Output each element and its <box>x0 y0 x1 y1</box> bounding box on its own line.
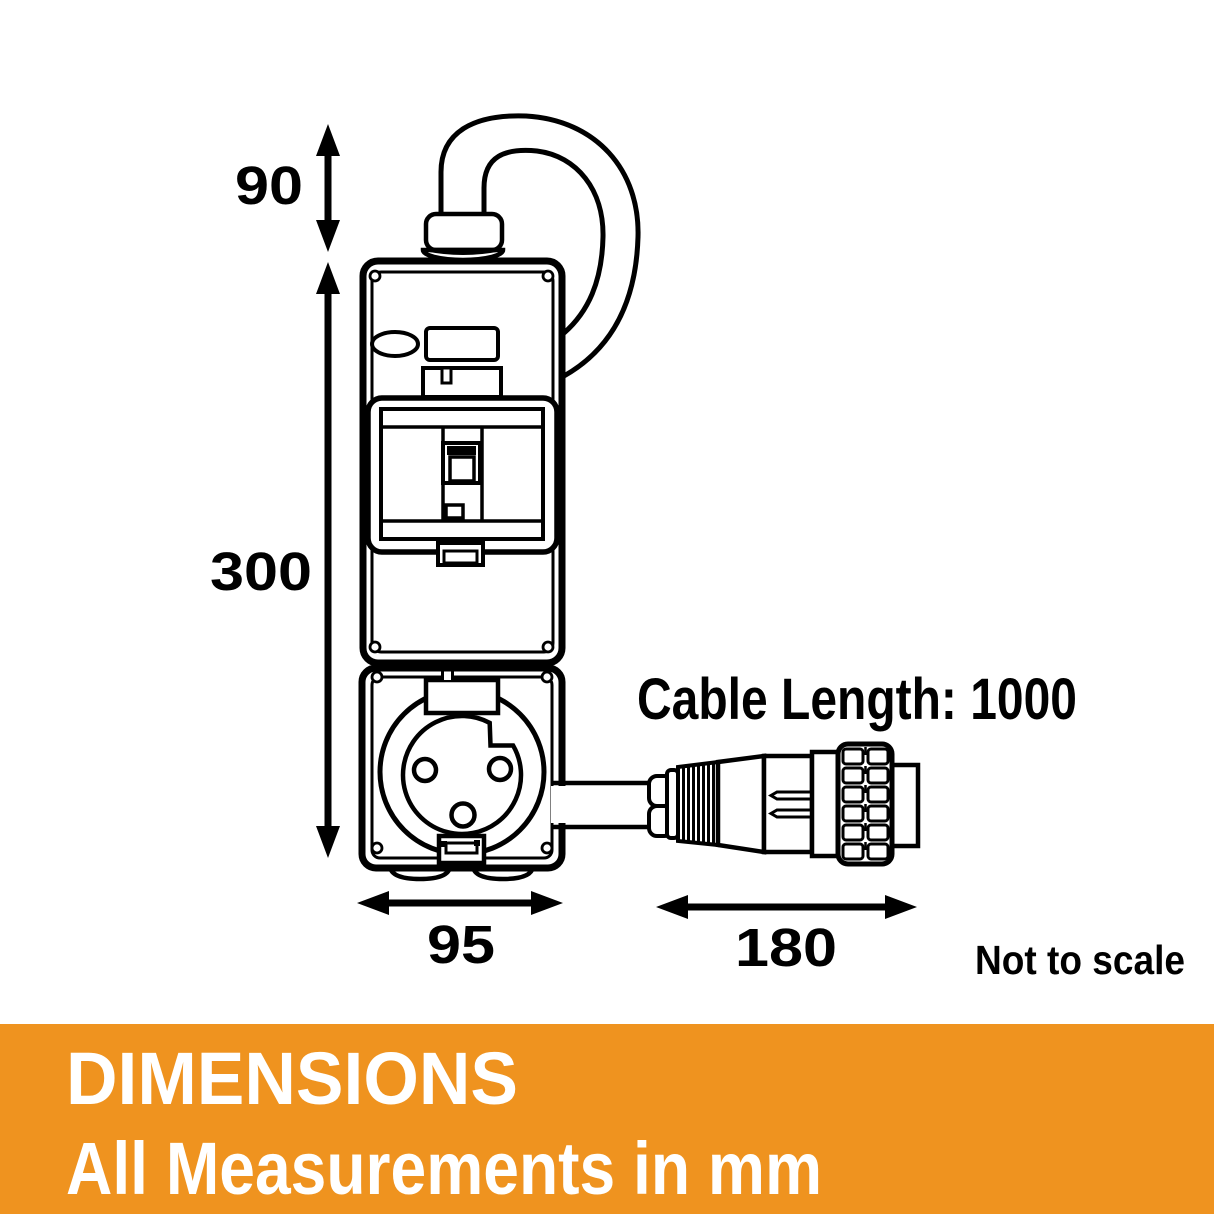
socket-screw-bottom-left <box>370 841 384 855</box>
cable-loop-outer-line <box>438 113 641 379</box>
plug-front-spigot <box>889 762 921 849</box>
rating-label-plate <box>424 326 500 362</box>
socket-latch-nub-right <box>474 840 480 846</box>
dim-label-180: 180 <box>735 918 837 978</box>
cable-loop-inner-line <box>481 147 606 335</box>
plug-locking-ring-knurls <box>841 747 890 861</box>
breaker-window <box>365 395 560 567</box>
not-to-scale-note: Not to scale <box>975 937 1185 983</box>
footer-banner-background <box>0 1024 1214 1214</box>
dim-label-95: 95 <box>427 915 495 975</box>
socket-screw-top-right <box>540 670 554 684</box>
arrowhead-95-right <box>531 891 563 915</box>
breaker-test-button <box>444 503 465 520</box>
cable-gland-body <box>423 211 505 253</box>
connector-cable <box>551 780 655 830</box>
arrowhead-180-right <box>885 895 917 919</box>
plug-barrel <box>761 753 815 855</box>
socket-top-label-plate <box>423 677 501 716</box>
enclosure-upper-panel <box>359 257 566 667</box>
connector-plug <box>647 741 921 867</box>
breaker-window-opening <box>379 407 545 541</box>
cable-loop <box>438 113 641 379</box>
cable-gland <box>420 211 506 263</box>
dimension-body-width: 95 <box>357 891 563 975</box>
socket-screw-top-left <box>370 670 384 684</box>
cable-length-note: Cable Length: 1000 <box>637 667 1077 732</box>
dim-label-300: 300 <box>210 542 312 602</box>
breaker-latch-clip <box>436 541 485 567</box>
plug-cone-body <box>715 753 767 855</box>
footer-banner-subtitle: All Measurements in mm <box>66 1127 822 1210</box>
socket-latch-inner <box>444 841 479 855</box>
socket-screw-bottom-right <box>540 841 554 855</box>
panel-edge-mask <box>551 786 575 823</box>
breaker-toggle-lever <box>448 455 476 483</box>
plug-vent-slot-bottom <box>768 808 814 819</box>
socket-pin-hole-bottom <box>449 801 477 829</box>
socket-pin-hole-left <box>411 756 439 784</box>
screw-top-right <box>541 269 555 283</box>
arrowhead-300-down <box>316 826 340 858</box>
dimension-plug-length: 180 <box>656 895 917 978</box>
switch-mount-notch <box>440 366 453 385</box>
plug-strain-relief-teeth <box>682 762 715 845</box>
dim-label-90: 90 <box>235 156 303 216</box>
dimension-gland-height: 90 <box>235 124 340 252</box>
screw-top-left <box>368 269 382 283</box>
bottom-gland-bump-right <box>470 866 536 882</box>
breaker-latch-clip-inner <box>442 549 479 565</box>
breaker-toggle-housing <box>441 441 482 485</box>
arrowhead-90-up <box>316 124 340 156</box>
indicator-oval <box>370 330 420 358</box>
arrowhead-90-down <box>316 220 340 252</box>
footer-banner: DIMENSIONS All Measurements in mm <box>0 1024 1214 1214</box>
footer-banner-title: DIMENSIONS <box>66 1037 518 1120</box>
plug-vent-slot-top <box>768 790 814 801</box>
socket-latch-nub-left <box>441 841 447 847</box>
arrowhead-180-left <box>656 895 688 919</box>
bottom-gland-bump-left <box>387 866 453 882</box>
arrowhead-95-left <box>357 891 389 915</box>
socket-panel <box>358 664 566 882</box>
socket-pin-hole-right <box>486 755 514 783</box>
cable-gland-lip-curve <box>426 248 500 255</box>
socket-face-circle <box>400 713 524 837</box>
breaker-window-frame <box>365 395 560 555</box>
screw-mid-right <box>541 640 555 654</box>
screw-mid-left <box>368 640 382 654</box>
socket-keyway-mask <box>444 672 452 680</box>
arrowhead-300-up <box>316 262 340 294</box>
breaker-toggle-bar <box>447 446 476 455</box>
dimension-body-height: 300 <box>210 262 340 858</box>
